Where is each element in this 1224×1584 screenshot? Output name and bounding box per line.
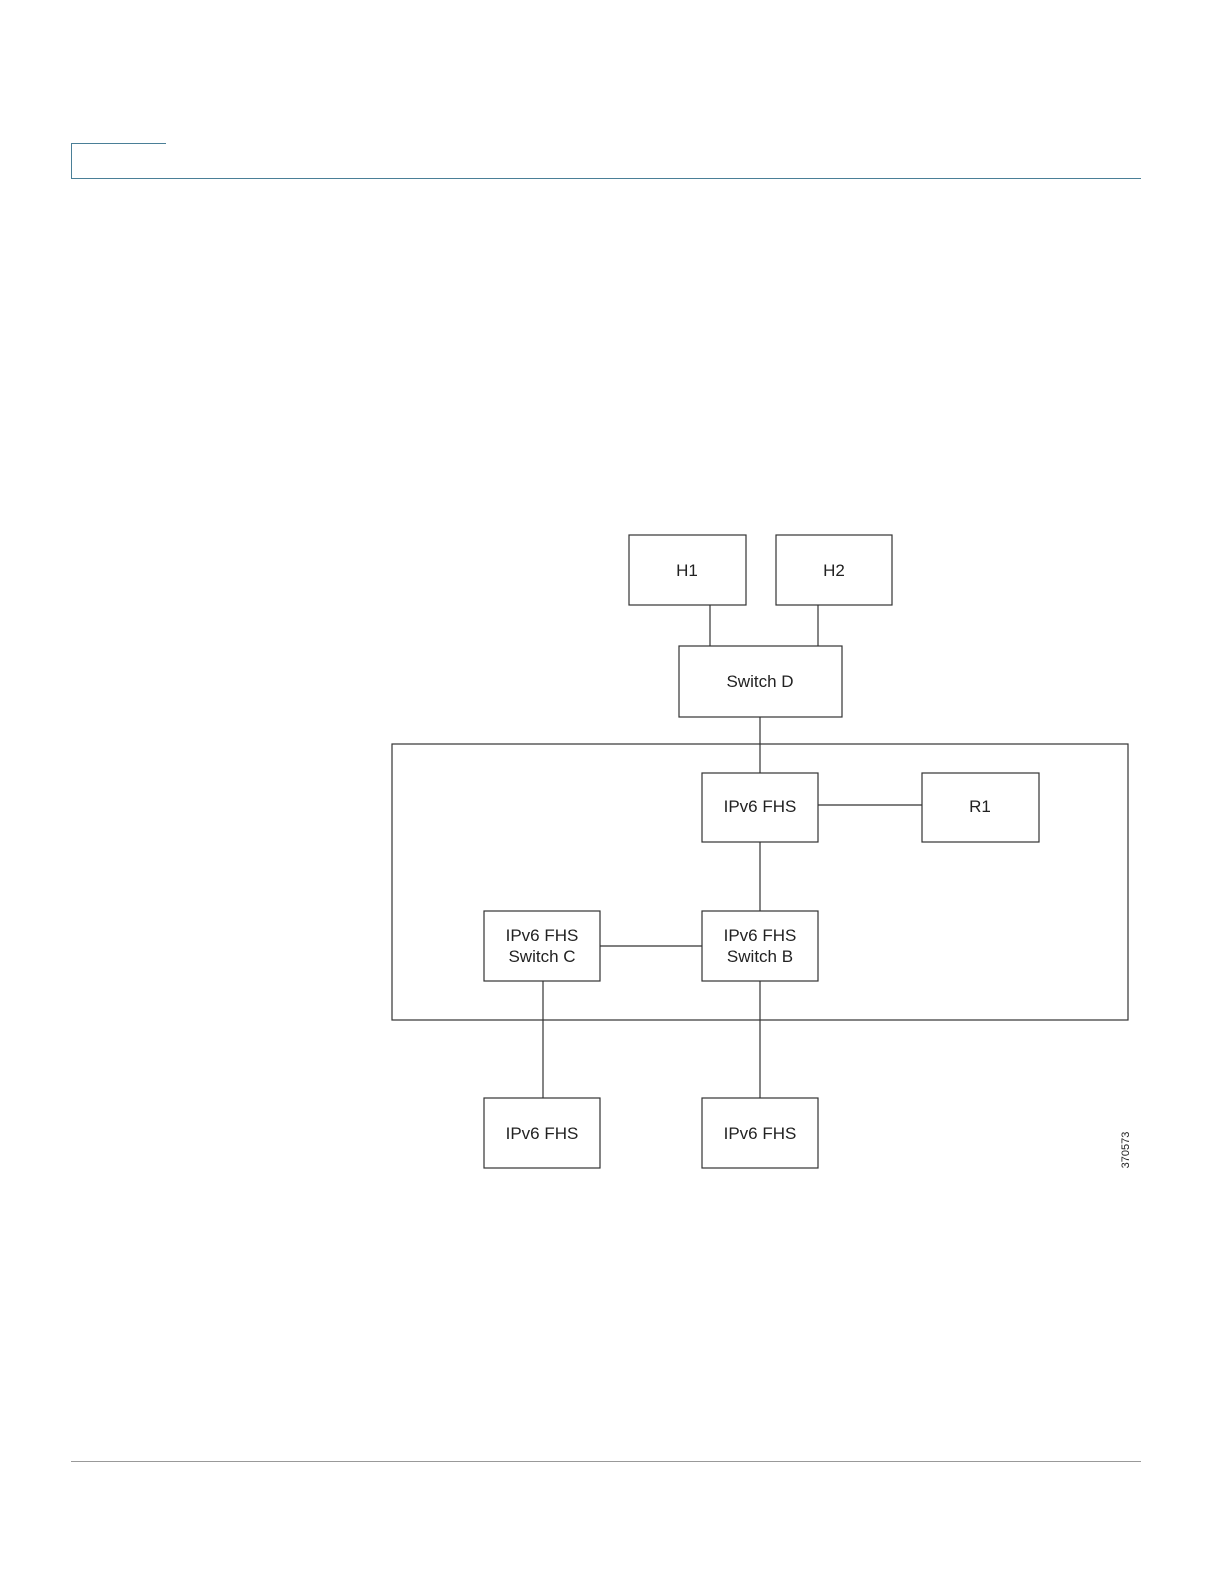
figure-id: 370573 (1120, 1132, 1132, 1169)
switch-c-label-line1: IPv6 FHS (506, 926, 579, 945)
switch-b-label-line1: IPv6 FHS (724, 926, 797, 945)
h1-label: H1 (676, 561, 698, 580)
footer-rule (71, 1461, 1141, 1462)
switch-c-box (484, 911, 600, 981)
switch-b-box (702, 911, 818, 981)
switch-b-label-line2: Switch B (727, 947, 793, 966)
fhs-bottom-left-label: IPv6 FHS (506, 1124, 579, 1143)
switch-d-label: Switch D (726, 672, 793, 691)
r1-label: R1 (969, 797, 991, 816)
fhs-bottom-right-label: IPv6 FHS (724, 1124, 797, 1143)
h2-label: H2 (823, 561, 845, 580)
switch-c-label-line2: Switch C (508, 947, 575, 966)
fhs-top-label: IPv6 FHS (724, 797, 797, 816)
